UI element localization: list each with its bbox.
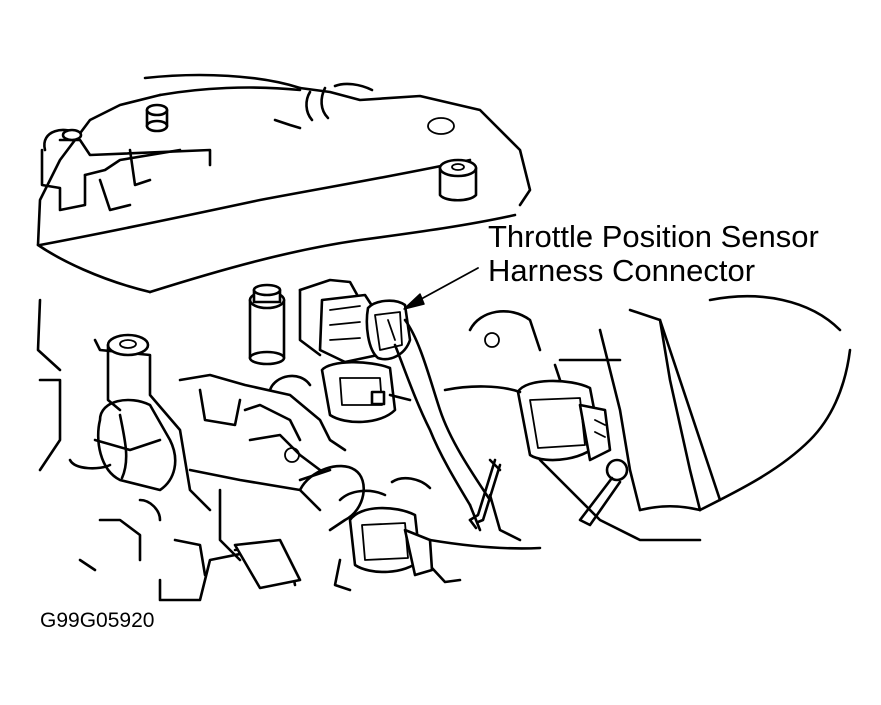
harness-clip xyxy=(468,458,502,530)
right-connector xyxy=(516,363,629,527)
callout-label-line1: Throttle Position Sensor xyxy=(488,219,819,254)
throttle-body xyxy=(36,283,365,602)
figure-id: G99G05920 xyxy=(40,609,155,632)
right-engine-block xyxy=(428,294,852,550)
lower-connector xyxy=(333,476,462,592)
callout-leader xyxy=(403,267,479,310)
tps-connector-assembly xyxy=(298,278,522,542)
manifold-stud xyxy=(438,158,478,202)
callout-label-line2: Harness Connector xyxy=(488,253,756,288)
left-bracket xyxy=(40,103,212,212)
intake-manifold xyxy=(36,73,532,294)
